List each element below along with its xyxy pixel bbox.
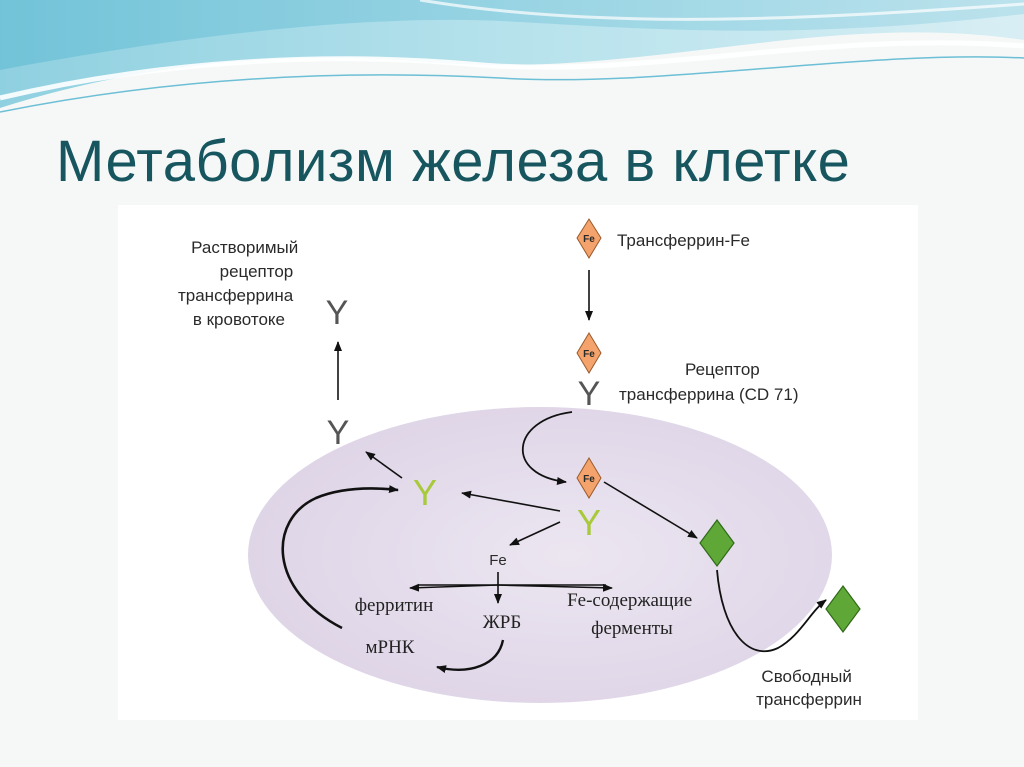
- header-waves: [0, 0, 1024, 113]
- arrow-transferrin-exit: [716, 569, 827, 653]
- transferrin-fe-icon: Fe: [576, 218, 602, 259]
- transferrin-fe-label: Трансферрин-Fe: [617, 231, 750, 250]
- zhrb-label: ЖРБ: [483, 612, 522, 633]
- free-transferrin-icon: [825, 584, 861, 634]
- apotransferrin-icon: [699, 518, 735, 568]
- svg-text:Fe: Fe: [583, 349, 595, 360]
- fe-enzymes-label: Fe-содержащие ферменты: [567, 590, 697, 639]
- arrow-receptor-recycling: [461, 490, 561, 512]
- soluble-receptor-y-icon: Y: [326, 294, 349, 332]
- svg-text:Fe: Fe: [583, 234, 595, 245]
- arrow-to-ferritin: [409, 583, 499, 592]
- shed-receptor-y-icon: Y: [327, 414, 350, 452]
- svg-text:Fe: Fe: [583, 474, 595, 485]
- internalized-receptor-y-icon: Y: [577, 502, 601, 543]
- ferritin-label: ферритин: [355, 595, 434, 616]
- mrnk-label: мРНК: [366, 637, 415, 658]
- endosome-transferrin-fe-icon: Fe: [576, 457, 602, 499]
- free-transferrin-label: Свободный трансферрин: [756, 667, 862, 709]
- arrow-to-apotransferrin: [603, 481, 698, 539]
- arrow-endocytosis: [521, 411, 573, 485]
- slide-title: Метаболизм железа в клетке: [56, 129, 851, 194]
- fe-label: Fe: [489, 552, 507, 569]
- membrane-receptor-y-icon: Y: [578, 375, 601, 413]
- arrow-receptor-shedding: [365, 451, 403, 479]
- arrow-fe-release: [509, 521, 561, 546]
- cell-body: [248, 407, 832, 703]
- arrow-mrnk-to-receptor: [281, 485, 399, 630]
- soluble-receptor-label: Растворимый рецептор трансферрина в кров…: [178, 238, 303, 329]
- arrow-zhrb-to-mrnk: [436, 639, 505, 674]
- arrow-to-enzymes: [497, 583, 613, 592]
- bound-transferrin-fe-icon: Fe: [576, 332, 602, 374]
- recycled-receptor-y-icon: Y: [413, 472, 437, 513]
- receptor-label: Рецептор трансферрина (CD 71): [619, 360, 799, 404]
